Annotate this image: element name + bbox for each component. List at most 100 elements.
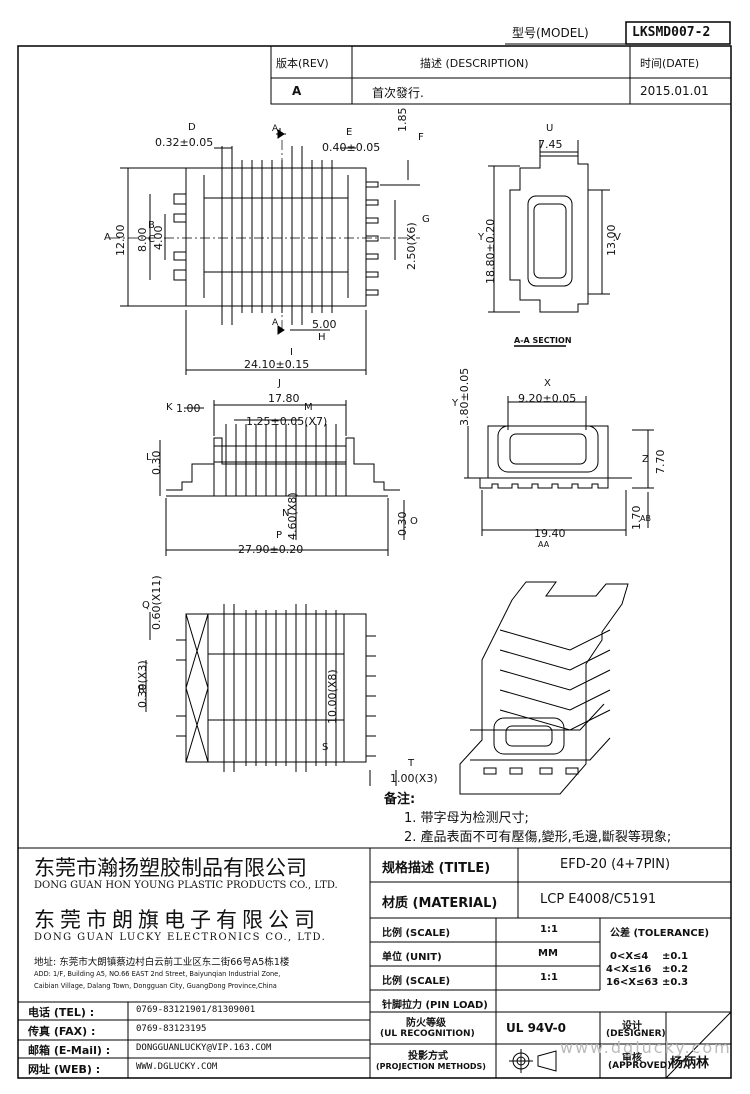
email-value[interactable]: DONGGUANLUCKY@VIP.163.COM bbox=[136, 1043, 272, 1053]
tolerance-label: 公差 (TOLERANCE) bbox=[610, 928, 710, 939]
company-name-2: 东莞市朗旗电子有限公司 bbox=[34, 908, 320, 932]
web-value[interactable]: WWW.DGLUCKY.COM bbox=[136, 1062, 218, 1072]
description-value: 首次發行. bbox=[372, 86, 424, 100]
top-view-letter-h: H bbox=[318, 332, 326, 343]
bottom-letter-t: T bbox=[408, 758, 415, 769]
end-letter-ab: AB bbox=[640, 514, 651, 523]
dim-k: 1.00 bbox=[176, 402, 201, 415]
date-value: 2015.01.01 bbox=[640, 84, 709, 98]
dim-i: 24.10±0.15 bbox=[244, 358, 310, 371]
company-name-1-en: DONG GUAN HON YOUNG PLASTIC PRODUCTS CO.… bbox=[34, 880, 338, 891]
end-view-drawing bbox=[464, 396, 654, 536]
dim-u: 7.45 bbox=[538, 138, 563, 151]
side-letter-j: J bbox=[278, 378, 281, 389]
address-en-1: ADD: 1/F, Building A5, NO.66 EAST 2nd St… bbox=[34, 970, 281, 978]
dim-p: 27.90±0.20 bbox=[238, 543, 304, 556]
section-mark-bottom: A bbox=[272, 318, 279, 328]
fax-label: 传真 (FAX) : bbox=[28, 1025, 96, 1038]
scale-label: 比例 (SCALE) bbox=[382, 928, 451, 939]
side-letter-m: M bbox=[304, 402, 313, 413]
projection-label-en: (PROJECTION METHODS) bbox=[376, 1062, 486, 1071]
notes-title: 备注: bbox=[384, 792, 416, 807]
bottom-view-drawing bbox=[145, 604, 397, 786]
dim-o: 0.30 bbox=[396, 511, 409, 537]
dim-z: 7.70 bbox=[654, 449, 667, 475]
rev-value: A bbox=[292, 84, 302, 98]
dim-t: 1.00(X3) bbox=[390, 772, 438, 785]
dim-s: 10.00(X8) bbox=[326, 669, 339, 724]
scale-value: 1:1 bbox=[540, 924, 558, 935]
unit-value: MM bbox=[538, 948, 558, 959]
email-label: 邮箱 (E-Mail) : bbox=[28, 1044, 111, 1057]
web-label: 网址 (WEB) : bbox=[28, 1063, 101, 1076]
side-letter-n: N bbox=[282, 508, 290, 519]
dim-r: 0.30(X3) bbox=[136, 660, 149, 708]
side-letter-k: K bbox=[166, 402, 173, 413]
section-caption: A-A SECTION bbox=[514, 336, 572, 345]
ul-label-en: (UL RECOGNITION) bbox=[380, 1029, 475, 1039]
dim-d: 0.32±0.05 bbox=[155, 136, 214, 149]
section-view-drawing bbox=[488, 140, 610, 347]
top-view-drawing bbox=[110, 128, 420, 375]
model-label: 型号(MODEL) bbox=[512, 26, 589, 40]
material-label: 材质 (MATERIAL) bbox=[382, 896, 498, 911]
end-letter-aa: AA bbox=[538, 540, 550, 549]
top-view-letter-f: F bbox=[418, 132, 424, 143]
top-view-letter-e: E bbox=[346, 127, 353, 138]
side-letter-o: O bbox=[410, 516, 418, 527]
dim-g: 2.50(X6) bbox=[405, 222, 418, 270]
dim-e: 0.40±0.05 bbox=[322, 141, 381, 154]
end-letter-x: X bbox=[544, 378, 551, 389]
unit-label: 单位 (UNIT) bbox=[382, 952, 442, 963]
section-letter-v: V bbox=[614, 232, 621, 243]
section-letter-u: U bbox=[546, 123, 554, 134]
tol-range-2: 4<X≤16 bbox=[606, 964, 652, 975]
dim-j: 17.80 bbox=[268, 392, 300, 405]
pin-load-label: 针脚拉力 (PIN LOAD) bbox=[382, 1000, 488, 1011]
address-cn: 地址: 东莞市大朗镇蔡边村白云前工业区东二街66号A5栋1楼 bbox=[34, 957, 290, 968]
note-2: 2. 產品表面不可有壓傷,變形,毛邊,斷裂等現象; bbox=[404, 830, 672, 845]
dim-aa: 19.40 bbox=[534, 527, 566, 540]
dim-c: 4.00 bbox=[152, 225, 165, 251]
company-name-1: 东莞市瀚扬塑胶制品有限公司 bbox=[34, 856, 307, 880]
dim-y: 18.80±0.20 bbox=[484, 218, 497, 284]
dim-n: 4.60(X8) bbox=[286, 492, 299, 540]
approved-value: 杨炳林 bbox=[670, 1056, 710, 1071]
top-view-letter-g: G bbox=[422, 214, 430, 225]
title-value: EFD-20 (4+7PIN) bbox=[560, 857, 671, 872]
tol-value-3: ±0.3 bbox=[662, 977, 689, 988]
top-view-letter-d: D bbox=[188, 122, 196, 133]
bottom-letter-q: Q bbox=[142, 600, 150, 611]
top-view-letter-c: C bbox=[148, 234, 155, 245]
dim-y2: 3.80±0.05 bbox=[458, 367, 471, 426]
isometric-view-drawing bbox=[459, 581, 629, 795]
tol-value-2: ±0.2 bbox=[662, 964, 689, 975]
note-1: 1. 带字母为检测尺寸; bbox=[404, 811, 529, 826]
side-letter-p: P bbox=[276, 530, 283, 541]
end-letter-y: Y bbox=[452, 398, 459, 409]
approved-label-cn: 审核 bbox=[622, 1053, 642, 1064]
tol-range-3: 16<X≤63 bbox=[606, 977, 659, 988]
designer-label-en: (DESIGNER) bbox=[606, 1029, 666, 1039]
ul-label-cn: 防火等级 bbox=[406, 1018, 446, 1029]
address-en-2: Caibian Village, Dalang Town, Dongguan C… bbox=[34, 982, 277, 990]
side-view-drawing bbox=[159, 400, 405, 556]
tol-value-1: ±0.1 bbox=[662, 951, 689, 962]
section-mark-top: A bbox=[272, 124, 279, 134]
dim-f: 1.85 bbox=[396, 107, 409, 133]
model-value: LKSMD007-2 bbox=[632, 25, 711, 40]
top-view-letter-b: B bbox=[148, 220, 155, 231]
dim-a: 12.00 bbox=[114, 224, 127, 257]
top-view-letter-a: A bbox=[104, 232, 111, 243]
watermark: www.dglucky.com bbox=[560, 1038, 732, 1057]
section-letter-y: Y bbox=[478, 232, 485, 243]
scale2-value: 1:1 bbox=[540, 972, 558, 983]
bottom-letter-s: S bbox=[322, 742, 329, 753]
ul-value: UL 94V-0 bbox=[506, 1021, 567, 1035]
dim-x: 9.20±0.05 bbox=[518, 392, 577, 405]
tol-range-1: 0<X≤4 bbox=[610, 951, 649, 962]
tel-label: 电话 (TEL) : bbox=[28, 1006, 95, 1019]
company-name-2-en: DONG GUAN LUCKY ELECTRONICS CO., LTD. bbox=[34, 932, 327, 943]
bottom-letter-r: R bbox=[138, 684, 145, 695]
